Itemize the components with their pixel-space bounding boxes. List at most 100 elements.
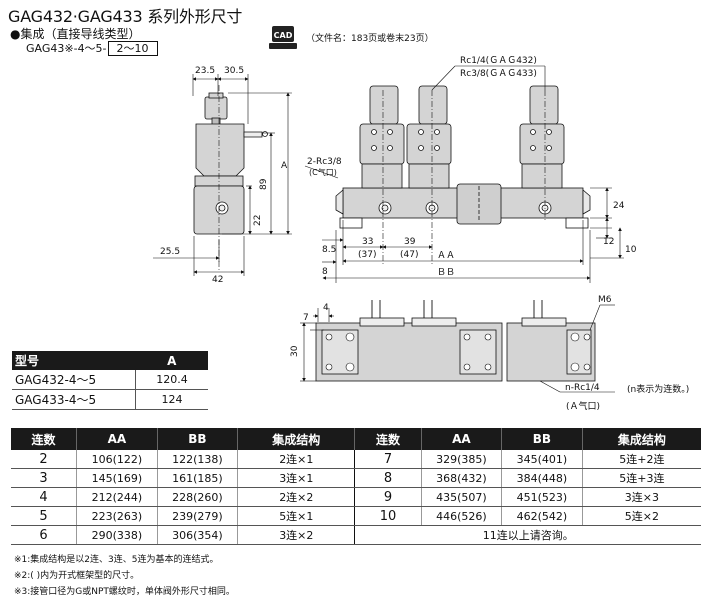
table-cell: 451(523) — [501, 487, 583, 507]
table-header: AA — [76, 428, 158, 450]
table-cell: 228(260) — [157, 487, 239, 507]
side-port-label: 2-Rc3/8 — [307, 157, 342, 167]
front-view-dims — [304, 65, 624, 283]
table-header-row: 型号 A — [12, 351, 208, 370]
table-cell: 161(185) — [157, 468, 239, 488]
page-title: GAG432·GAG433 系列外形尺寸 — [8, 7, 243, 26]
table-cell: 462(542) — [501, 506, 583, 526]
table-header: A — [135, 351, 208, 370]
table-cell: 3连×1 — [237, 468, 356, 488]
front-view — [335, 85, 591, 229]
dim-89: 89 — [259, 178, 269, 190]
table-row: 3 145(169) 161(185) 3连×1 8 368(432) 384(… — [11, 468, 701, 488]
dim-37: (37) — [358, 250, 376, 260]
model-code: GAG43※-4～5-2～10 — [26, 40, 158, 56]
model-code-boxed: 2～10 — [107, 41, 158, 56]
table-row: GAG432-4～5 120.4 — [12, 370, 208, 390]
side-knob-cap — [208, 92, 224, 99]
side-solenoid — [195, 123, 245, 177]
table-cell: GAG433-4～5 — [12, 389, 136, 410]
table-cell: 106(122) — [76, 450, 158, 469]
footnotes: ※1:集成结构是以2连、3连、5连为基本的连结式。 ※2:( )内为开式框架型的… — [14, 552, 235, 600]
table-cell: 120.4 — [135, 370, 208, 390]
table-cell: 5连+3连 — [582, 468, 701, 488]
consult-note-cell: 11连以上请咨询。 — [354, 525, 701, 545]
table-cell: 3 — [11, 468, 78, 488]
dim-aa: ＡＡ — [437, 251, 455, 261]
table-row: 4 212(244) 228(260) 2连×2 9 435(507) 451(… — [11, 487, 701, 507]
valve-2-body — [408, 163, 450, 189]
dim-22: 22 — [253, 215, 263, 226]
table-cell: 10 — [354, 506, 422, 526]
model-a-table: 型号 A GAG432-4～5 120.4 GAG433-4～5 124 — [12, 351, 208, 410]
table-cell: 2 — [11, 450, 78, 469]
table-cell: 5连×2 — [582, 506, 701, 526]
m6-label: M6 — [598, 295, 612, 305]
dim-10: 10 — [625, 245, 637, 255]
cad-icon[interactable]: CAD — [268, 25, 298, 51]
table-row: 5 223(263) 239(279) 5连×1 10 446(526) 462… — [11, 506, 701, 526]
dim-25-5: 25.5 — [160, 247, 180, 257]
table-cell: 145(169) — [76, 468, 158, 488]
table-cell: 9 — [354, 487, 422, 507]
valve-2-knob — [418, 85, 448, 125]
valve-3-solenoid — [519, 123, 565, 165]
dim-33: 33 — [362, 237, 373, 247]
dim-4: 4 — [323, 303, 329, 313]
table-cell: 239(279) — [157, 506, 239, 526]
table-row: GAG433-4～5 124 — [12, 389, 208, 410]
side-port-note: (C气口) — [309, 167, 337, 177]
top-view-leads — [371, 300, 543, 318]
dim-7: 7 — [303, 313, 309, 323]
model-code-prefix: GAG43※-4～5- — [26, 42, 107, 55]
port-label-gag433: Rc3/8(ＧＡＧ433) — [460, 69, 537, 79]
table-cell: 290(338) — [76, 525, 158, 545]
table-cell: 435(507) — [421, 487, 503, 507]
valve-3-knob — [529, 85, 559, 125]
table-cell: 5连×1 — [237, 506, 356, 526]
table-row: 6 290(338) 306(354) 3连×2 11连以上请咨询。 — [11, 525, 701, 545]
port-label-gag432: Rc1/4(ＧＡＧ432) — [460, 56, 537, 66]
station-table: 连数 AA BB 集成结构 连数 AA BB 集成结构 2 106(122) 1… — [11, 428, 701, 545]
dim-42: 42 — [212, 275, 223, 285]
side-lead — [243, 131, 263, 138]
table-cell: 446(526) — [421, 506, 503, 526]
footnote: ※3:接管口径为G或NPT螺纹时，单体阀外形尺寸相同。 — [14, 587, 235, 597]
table-cell: 5连+2连 — [582, 450, 701, 469]
dimension-drawing: 23.5 30.5 A 89 22 25.5 42 — [153, 56, 637, 412]
table-header: AA — [421, 428, 503, 450]
section-subtitle: ●集成（直接导线类型） — [10, 27, 141, 41]
table-cell: 223(263) — [76, 506, 158, 526]
side-view-dims — [153, 74, 292, 276]
table-row: 2 106(122) 122(138) 2连×1 7 329(385) 345(… — [11, 450, 701, 469]
dim-12: 12 — [603, 237, 614, 247]
table-header-row: 连数 AA BB 集成结构 连数 AA BB 集成结构 — [11, 428, 701, 450]
cad-file-note: （文件名：183页或卷末23页） — [306, 34, 434, 44]
top-view — [315, 317, 596, 382]
side-knob — [204, 96, 228, 120]
table-cell: 384(448) — [501, 468, 583, 488]
dim-8: 8 — [322, 267, 328, 277]
footnote: ※1:集成结构是以2连、3连、5连为基本的连结式。 — [14, 555, 219, 565]
table-cell: 2连×2 — [237, 487, 356, 507]
table-cell: 2连×1 — [237, 450, 356, 469]
table-cell: 4 — [11, 487, 78, 507]
table-header: 集成结构 — [582, 428, 701, 450]
dim-a: A — [281, 161, 288, 171]
cad-icon-label: CAD — [274, 31, 293, 40]
table-cell: 7 — [354, 450, 422, 469]
table-cell: 329(385) — [421, 450, 503, 469]
dim-30: 30 — [290, 345, 300, 357]
valve-1-solenoid — [359, 123, 405, 165]
table-header: 型号 — [12, 351, 136, 370]
table-cell: 6 — [11, 525, 78, 545]
valve-1-body — [361, 163, 403, 189]
top-port-note: (Ａ气口) — [566, 400, 600, 412]
dim-24: 24 — [613, 201, 625, 211]
table-header: 连数 — [11, 428, 78, 450]
dim-bb: ＢＢ — [437, 268, 455, 278]
side-view — [193, 92, 268, 235]
valve-2-solenoid — [406, 123, 452, 165]
top-port-label: n-Rc1/4 — [565, 383, 600, 393]
top-view-holes — [325, 332, 591, 372]
